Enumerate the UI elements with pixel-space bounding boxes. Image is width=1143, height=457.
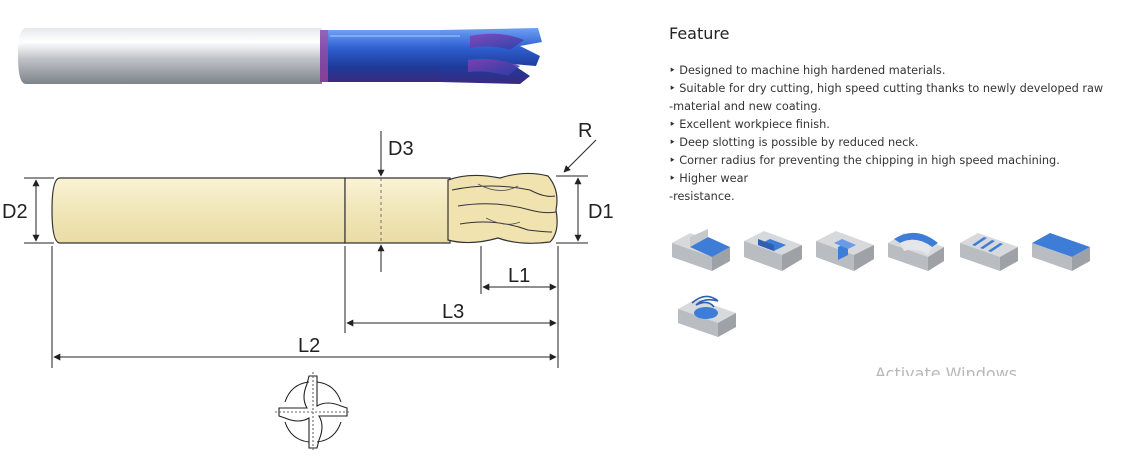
r-label: R bbox=[578, 120, 592, 142]
application-icons bbox=[668, 225, 1108, 345]
pocket-slot-icon bbox=[744, 231, 802, 271]
activate-windows-watermark: Activate Windows bbox=[875, 364, 1018, 376]
helical-milling-icon bbox=[678, 295, 736, 337]
tool-neck-outline bbox=[344, 177, 451, 244]
dimension-drawing: D2 D3 R D1 L1 L3 L2 bbox=[2, 120, 614, 452]
feature-item: ‣ Suitable for dry cutting, high speed c… bbox=[669, 82, 1104, 95]
l3-label: L3 bbox=[442, 301, 464, 323]
tool-shank-outline bbox=[51, 177, 346, 244]
feature-item: ‣ Higher wear bbox=[669, 172, 749, 185]
d2-label: D2 bbox=[2, 201, 28, 223]
feature-list: ‣ Designed to machine high hardened mate… bbox=[669, 62, 1129, 206]
tool-flute-outline bbox=[447, 172, 558, 244]
feature-item: ‣ Excellent workpiece finish. bbox=[669, 118, 830, 131]
feature-title: Feature bbox=[669, 24, 730, 43]
radius-groove-icon bbox=[888, 232, 944, 271]
d3-label: D3 bbox=[388, 138, 414, 160]
cross-section-icon bbox=[275, 372, 351, 452]
end-mill-photo bbox=[18, 28, 542, 84]
feature-item: -material and new coating. bbox=[669, 100, 822, 113]
feature-item: ‣ Corner radius for preventing the chipp… bbox=[669, 154, 1060, 167]
l1-label: L1 bbox=[508, 265, 530, 287]
feature-item: -resistance. bbox=[669, 190, 735, 203]
feature-item: ‣ Deep slotting is possible by reduced n… bbox=[669, 136, 919, 149]
step-milling-icon bbox=[672, 229, 730, 271]
face-milling-icon bbox=[1032, 233, 1090, 271]
multi-slot-icon bbox=[960, 233, 1018, 271]
l2-label: L2 bbox=[298, 335, 320, 357]
feature-item: ‣ Designed to machine high hardened mate… bbox=[669, 64, 946, 77]
side-pocket-icon bbox=[816, 231, 874, 271]
d1-label: D1 bbox=[588, 201, 614, 223]
